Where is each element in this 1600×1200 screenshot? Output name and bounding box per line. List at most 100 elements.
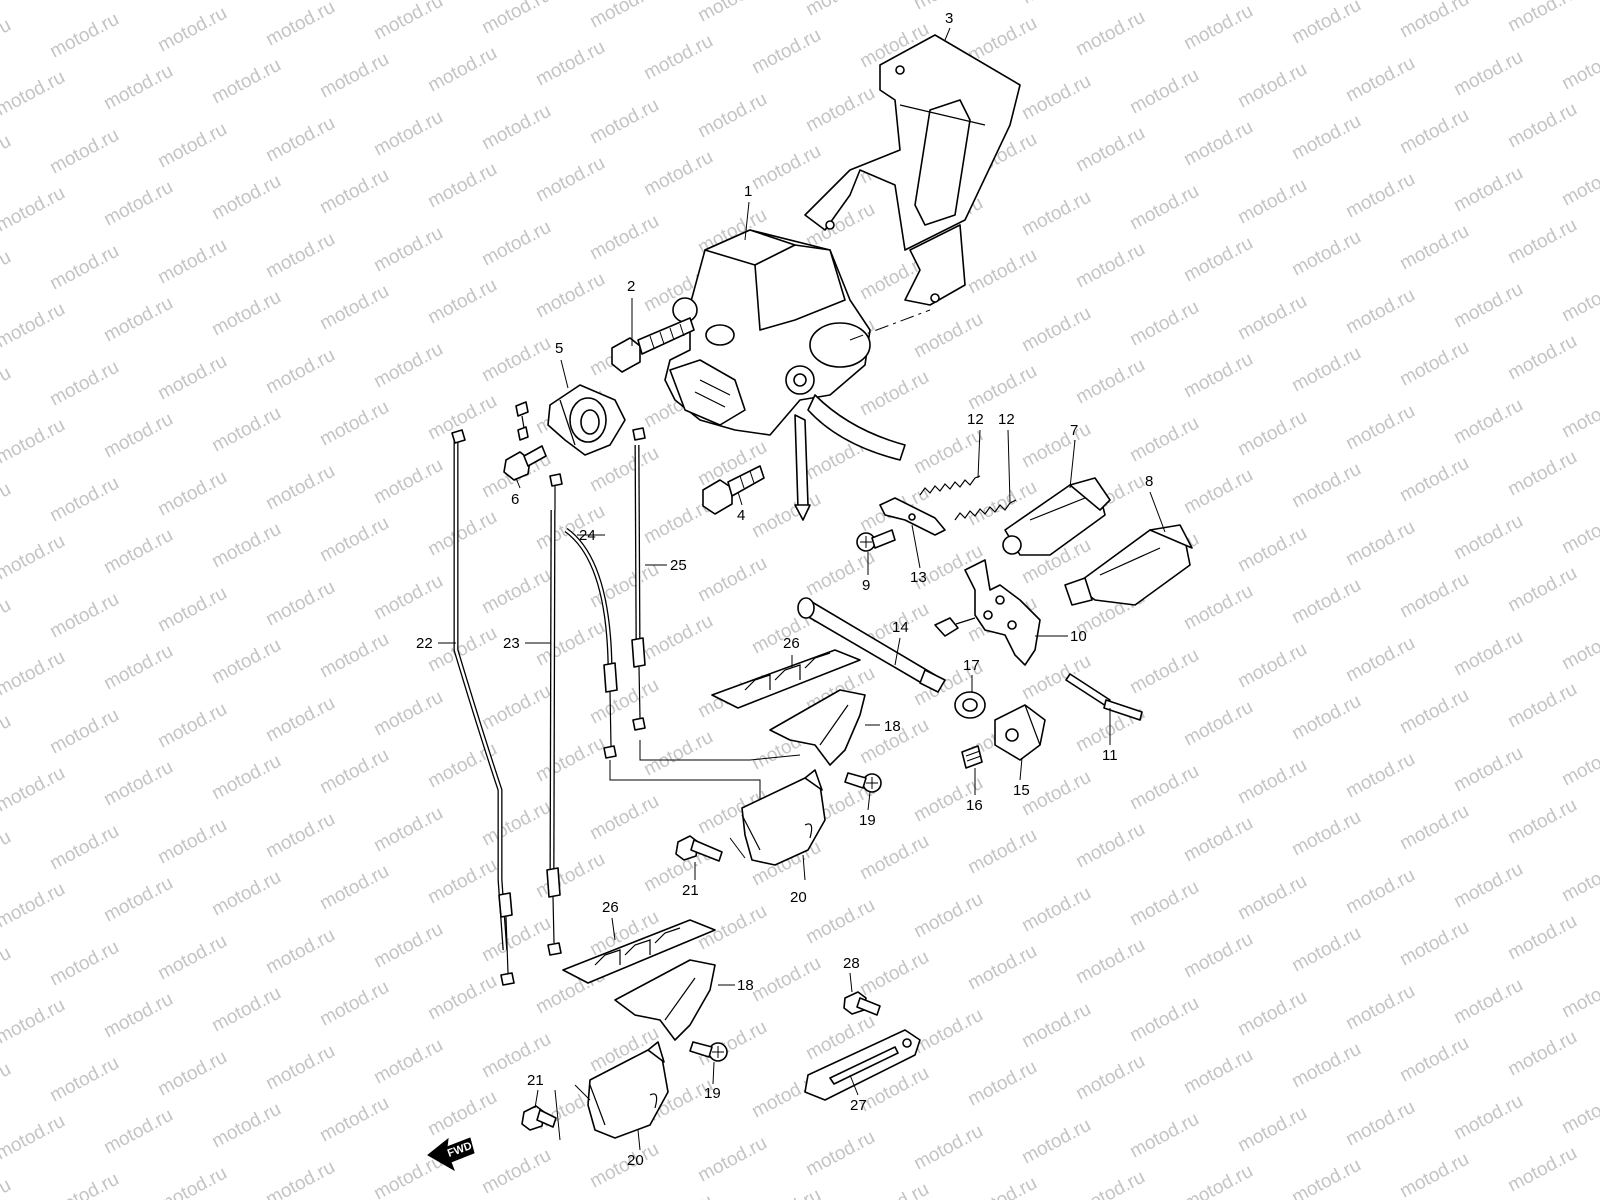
screw-part-6[interactable] (503, 401, 547, 481)
callout-23: 23 (503, 635, 520, 652)
watermark-text: motod.ru (1558, 389, 1600, 443)
watermark-text: motod.ru (1288, 343, 1364, 397)
cable-cover-part-20-lower[interactable] (587, 1041, 669, 1139)
watermark-text: motod.ru (1126, 761, 1202, 815)
watermark-text: motod.ru (100, 641, 176, 695)
watermark-text: motod.ru (802, 83, 878, 137)
watermark-text: motod.ru (1072, 1167, 1148, 1200)
watermark-text: motod.ru (1558, 737, 1600, 791)
watermark-text: motod.ru (370, 919, 446, 973)
watermark-text: motod.ru (1396, 337, 1472, 391)
watermark-text: motod.ru (1234, 871, 1310, 925)
watermark-text: motod.ru (964, 1057, 1040, 1111)
bolt-part-21-lower[interactable] (521, 1105, 557, 1131)
watermark-text: motod.ru (1396, 1033, 1472, 1087)
watermark-text: motod.ru (856, 367, 932, 421)
watermark-text: motod.ru (1072, 1051, 1148, 1105)
watermark-text: motod.ru (1396, 569, 1472, 623)
watermark-text: motod.ru (208, 171, 284, 225)
watermark-text: motod.ru (532, 849, 608, 903)
watermark-text: motod.ru (1450, 511, 1526, 565)
remote-control-box[interactable] (664, 229, 931, 521)
callout-13: 13 (910, 569, 927, 586)
watermark-text: motod.ru (0, 879, 69, 933)
watermark-text: motod.ru (1180, 697, 1256, 751)
watermark-text: motod.ru (1558, 1085, 1600, 1139)
watermark-text: motod.ru (0, 711, 15, 765)
strap-part-27[interactable] (804, 1029, 921, 1101)
bolt-part-21-upper[interactable] (675, 835, 723, 862)
cable-bracket-part-18-upper[interactable] (769, 689, 866, 766)
screw-part-19-upper[interactable] (844, 772, 882, 793)
watermark-text: motod.ru (100, 525, 176, 579)
watermark-text: motod.ru (1180, 349, 1256, 403)
watermark-text: motod.ru (1558, 41, 1600, 95)
watermark-text: motod.ru (208, 1099, 284, 1153)
watermark-text: motod.ru (532, 269, 608, 323)
watermark-text: motod.ru (1504, 679, 1580, 733)
watermark-text: motod.ru (1558, 273, 1600, 327)
cable-bracket-part-18-lower[interactable] (614, 959, 716, 1041)
watermark-text: motod.ru (0, 827, 15, 881)
watermark-text: motod.ru (0, 363, 15, 417)
watermark-text: motod.ru (424, 855, 500, 909)
watermark-text: motod.ru (370, 223, 446, 277)
watermark-text: motod.ru (1288, 807, 1364, 861)
watermark-text: motod.ru (586, 95, 662, 149)
neutral-switch-housing[interactable] (547, 384, 626, 456)
watermark-text: motod.ru (640, 31, 716, 85)
callout-labels: 1 2 3 4 5 6 7 8 9 10 11 12 12 13 14 15 1… (416, 10, 1153, 1169)
callout-10: 10 (1070, 628, 1087, 645)
watermark-text: motod.ru (1450, 859, 1526, 913)
watermark-text: motod.ru (1234, 1103, 1310, 1157)
bolt-part-4[interactable] (702, 465, 765, 515)
watermark-text: motod.ru (1180, 1045, 1256, 1099)
mounting-bracket[interactable] (804, 34, 1021, 306)
screw-part-9[interactable] (856, 529, 896, 552)
watermark-text: motod.ru (46, 9, 122, 63)
cable-cover-part-20-upper[interactable] (741, 769, 826, 866)
watermark-text: motod.ru (316, 1093, 392, 1147)
watermark-text: motod.ru (1234, 407, 1310, 461)
screw-part-28[interactable] (843, 991, 881, 1016)
watermark-text: motod.ru (46, 589, 122, 643)
watermark-text: motod.ru (424, 159, 500, 213)
lever-block-part-15[interactable] (994, 704, 1046, 761)
cable-part-25[interactable] (631, 427, 646, 731)
watermark-text: motod.ru (262, 461, 338, 515)
watermark-text: motod.ru (262, 809, 338, 863)
lever-plate-part-10[interactable] (934, 559, 1041, 666)
watermark-text: motod.ru (586, 211, 662, 265)
watermark-text: motod.ru (154, 931, 230, 985)
screw-part-19-lower[interactable] (689, 1041, 728, 1062)
watermark-text: motod.ru (586, 0, 662, 32)
watermark-text: motod.ru (316, 165, 392, 219)
watermark-text: motod.ru (478, 217, 554, 271)
watermark-text: motod.ru (370, 687, 446, 741)
watermark-text: motod.ru (478, 565, 554, 619)
shaft-part-14[interactable] (797, 597, 946, 693)
watermark-text: motod.ru (1180, 233, 1256, 287)
set-screw-part-16[interactable] (961, 745, 983, 769)
callout-7: 7 (1070, 422, 1078, 439)
spring-part-12b[interactable] (954, 499, 1017, 521)
callout-19a: 19 (859, 812, 876, 829)
cable-part-22[interactable] (451, 429, 515, 986)
watermark-text: motod.ru (748, 25, 824, 79)
watermark-text: motod.ru (802, 0, 878, 20)
cable-part-23[interactable] (546, 473, 563, 956)
detent-plate-part-13[interactable] (879, 497, 946, 536)
watermark-text: motod.ru (424, 971, 500, 1025)
pin-part-11[interactable] (1065, 673, 1143, 721)
switch-housing-part-8[interactable] (1064, 524, 1193, 606)
spring-part-12a[interactable] (919, 475, 981, 496)
bushing-part-17[interactable] (954, 691, 986, 719)
watermark-text: motod.ru (100, 61, 176, 115)
watermark-text: motod.ru (208, 867, 284, 921)
bolt-part-2[interactable] (611, 317, 695, 373)
cable-part-24[interactable] (564, 527, 618, 759)
callout-22: 22 (416, 635, 433, 652)
watermark-text: motod.ru (1342, 285, 1418, 339)
watermark-text: motod.ru (802, 895, 878, 949)
cable-clip-part-26-lower[interactable] (562, 919, 716, 984)
